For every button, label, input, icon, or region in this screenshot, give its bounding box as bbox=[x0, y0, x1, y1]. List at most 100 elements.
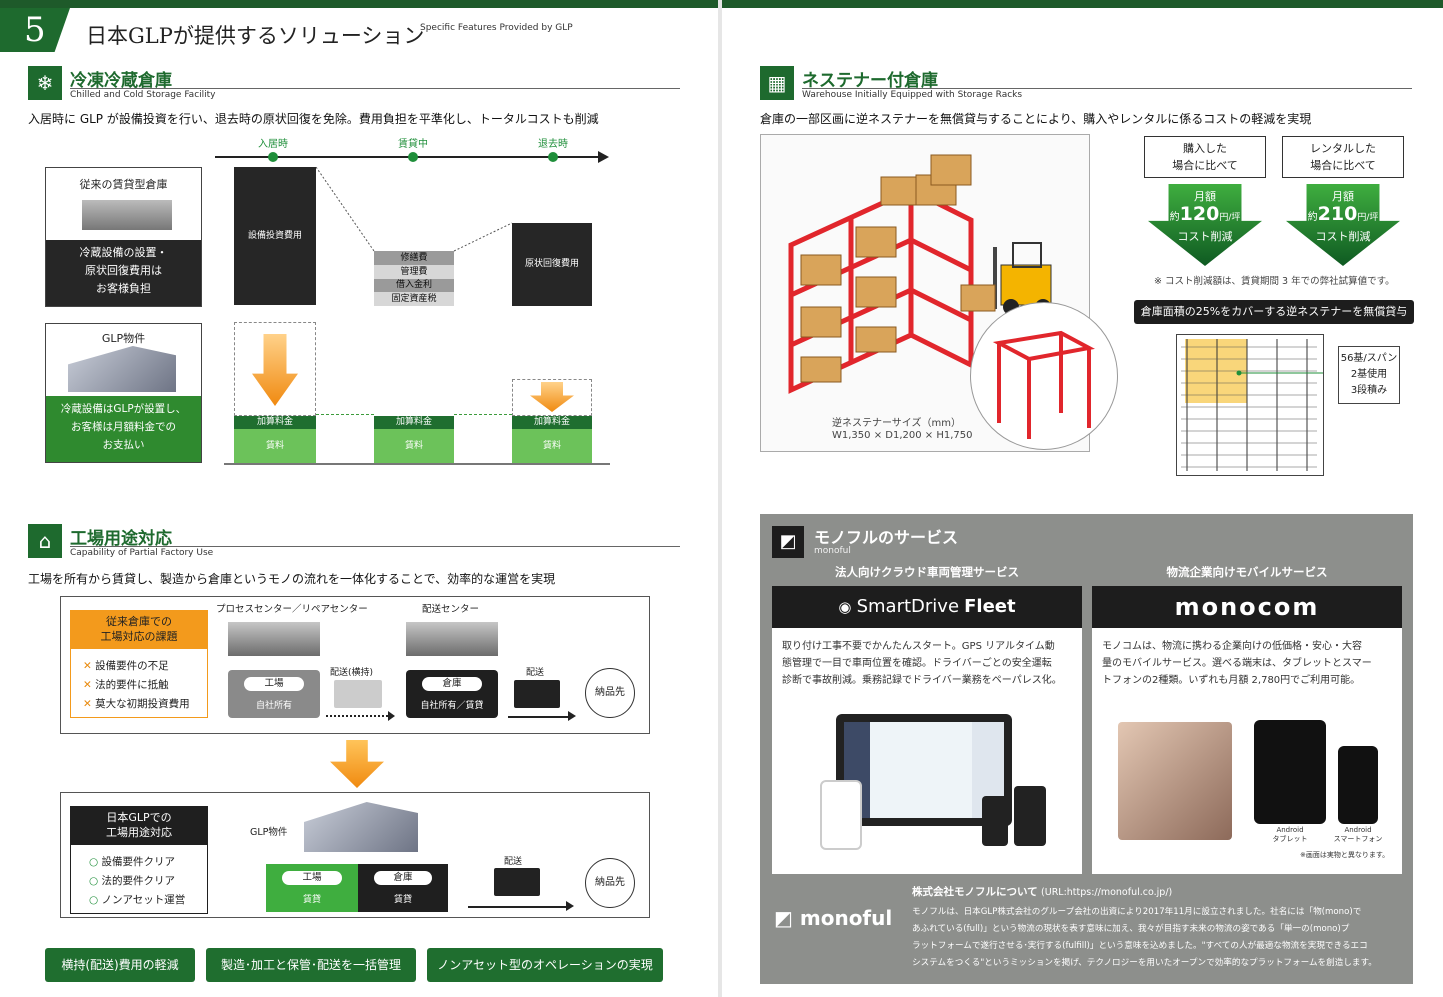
factory-title: 工場用途対応 bbox=[70, 529, 172, 549]
chapter-subtitle: Specific Features Provided by GLP bbox=[420, 23, 573, 33]
compare-purchase-monthly: 月額 bbox=[1194, 190, 1216, 203]
top-bar bbox=[0, 0, 718, 8]
arrow-head-icon bbox=[568, 711, 576, 721]
glp-factory-block: 工場 賃貸 bbox=[266, 864, 358, 912]
glp-text: 冷蔵設備はGLPが設置し、 お客様は月額料金での お支払い bbox=[46, 396, 201, 462]
running-cost-stack: 修繕費 管理費 借入金利 固定資産税 bbox=[374, 251, 454, 306]
rack-icon: ▦ bbox=[760, 66, 794, 100]
issue-item: ✕ 莫大な初期投資費用 bbox=[83, 698, 190, 710]
snowflake-icon: ❄ bbox=[28, 66, 62, 100]
timeline-label-movein: 入居時 bbox=[258, 139, 288, 150]
rack-banner: 倉庫面積の25%をカバーする逆ネステナーを無償貸与 bbox=[1134, 300, 1414, 324]
android-phone-label: Android スマートフォン bbox=[1333, 826, 1383, 843]
benefit-pill-3: ノンアセット型のオペレーションの実現 bbox=[427, 948, 663, 982]
rent-label: 賃料 bbox=[512, 429, 592, 463]
process-center-label: プロセスセンター／リペアセンター bbox=[216, 604, 368, 615]
delivery-arrow bbox=[508, 716, 570, 718]
device-note: ※画面は実物と異なります。 bbox=[1300, 851, 1390, 859]
warehouse-building-illustration bbox=[406, 622, 498, 656]
dist-center-label: 配送センター bbox=[422, 604, 480, 615]
smartdrive-header: ◉ SmartDrive Fleet bbox=[772, 586, 1082, 628]
rack-usage-note: 56基/スパン 2基使用 3段積み bbox=[1338, 346, 1400, 404]
single-rack-illustration bbox=[992, 330, 1095, 439]
monoful-panel: ◩ モノフルのサービス monoful 法人向けクラウド車両管理サービス 物流企… bbox=[760, 514, 1413, 984]
capex-dashed-box bbox=[234, 322, 316, 416]
compare-purchase-amount-row: 約120円/坪 bbox=[1169, 203, 1241, 225]
issue-list: ✕ 設備要件の不足 ✕ 法的要件に抵触 ✕ 莫大な初期投資費用 bbox=[70, 648, 208, 718]
cost-connector-lines bbox=[316, 167, 512, 252]
rack-size-value: W1,350 × D1,200 × H1,750 bbox=[832, 430, 973, 441]
cross-icon: ✕ bbox=[83, 698, 92, 710]
racks-subtitle: Warehouse Initially Equipped with Storag… bbox=[802, 90, 1023, 100]
monoful-mark-icon: ◩ bbox=[772, 526, 804, 558]
circle-icon: ○ bbox=[89, 875, 99, 887]
compare-rental-head: レンタルした 場合に比べて bbox=[1282, 136, 1404, 178]
phone-illustration bbox=[820, 780, 862, 850]
timeline-label-renting: 賃貸中 bbox=[398, 139, 428, 150]
timeline-dot bbox=[408, 152, 418, 162]
monoful-sub: monoful bbox=[814, 546, 851, 556]
surcharge-label: 加算料金 bbox=[234, 416, 316, 429]
glp-point: ○ 法的要件クリア bbox=[89, 875, 176, 887]
glp-point-list: ○ 設備要件クリア ○ 法的要件クリア ○ ノンアセット運営 bbox=[70, 844, 208, 914]
cross-icon: ✕ bbox=[83, 679, 92, 691]
glp-warehouse-block: 倉庫 賃貸 bbox=[358, 864, 448, 912]
device-illustration bbox=[1014, 786, 1046, 846]
timeline-label-moveout: 退去時 bbox=[538, 139, 568, 150]
top-bar bbox=[722, 0, 1443, 8]
circle-icon: ○ bbox=[89, 894, 99, 906]
racks-title: ネステナー付倉庫 bbox=[802, 71, 938, 91]
compare-rental-monthly: 月額 bbox=[1332, 190, 1354, 203]
monocom-header: monocom bbox=[1092, 586, 1402, 628]
timeline-dot bbox=[548, 152, 558, 162]
capex-bar: 設備投資費用 bbox=[234, 167, 316, 305]
chapter-title: 日本GLPが提供するソリューション bbox=[86, 24, 425, 48]
glp-title: GLP物件 bbox=[101, 332, 146, 345]
cross-icon: ✕ bbox=[83, 660, 92, 672]
cold-title: 冷凍冷蔵倉庫 bbox=[70, 71, 172, 91]
left-page: 5 日本GLPが提供するソリューション Specific Features Pr… bbox=[0, 0, 718, 997]
timeline-dot bbox=[268, 152, 278, 162]
benefit-pill-2: 製造･加工と保管･配送を一括管理 bbox=[206, 948, 416, 982]
factory-lead: 工場を所有から賃貸し、製造から倉庫というモノの流れを一体化することで、効率的な運… bbox=[28, 572, 556, 586]
compare-rental-cut: コスト削減 bbox=[1315, 230, 1371, 243]
svc1-category: 法人向けクラウド車両管理サービス bbox=[835, 565, 1019, 579]
rent-label: 賃料 bbox=[234, 429, 316, 463]
glp-flow-box bbox=[60, 792, 650, 918]
page-spine bbox=[718, 0, 722, 997]
right-page: ▦ ネステナー付倉庫 Warehouse Initially Equipped … bbox=[722, 0, 1443, 997]
glp-building-illustration bbox=[68, 346, 176, 392]
hand-phone-photo bbox=[1118, 722, 1232, 840]
benefit-pill-1: 横持(配送)費用の軽減 bbox=[45, 948, 195, 982]
conventional-text: 冷蔵設備の設置・ 原状回復費用は お客様負担 bbox=[46, 240, 201, 306]
surcharge-connector bbox=[316, 414, 374, 415]
compare-rental-amount-row: 約210円/坪 bbox=[1307, 203, 1379, 225]
arrow-head-icon bbox=[388, 711, 395, 721]
signal-icon: ◉ bbox=[838, 598, 852, 616]
section-rule bbox=[70, 88, 680, 89]
map-screen bbox=[844, 722, 1004, 818]
transport-horizontal-label: 配送(横持) bbox=[330, 668, 374, 678]
android-phone-illustration bbox=[1338, 746, 1378, 824]
svc2-category: 物流企業向けモバイルサービス bbox=[1166, 565, 1328, 579]
timeline-arrow-icon bbox=[598, 151, 609, 163]
device-illustration bbox=[982, 796, 1008, 846]
delivery-arrow bbox=[468, 906, 568, 908]
factory-subtitle: Capability of Partial Factory Use bbox=[70, 548, 214, 558]
warehouse-illustration bbox=[82, 200, 172, 230]
glp-point: ○ ノンアセット運営 bbox=[89, 894, 186, 906]
surcharge-label: 加算料金 bbox=[512, 416, 592, 429]
cold-subtitle: Chilled and Cold Storage Facility bbox=[70, 90, 216, 100]
issue-title: 従来倉庫での 工場対応の課題 bbox=[70, 610, 208, 648]
monocom-description: モノコムは、物流に携わる企業向けの低価格・安心・大容 量のモバイルサービス。選べ… bbox=[1102, 641, 1372, 686]
baseline bbox=[224, 463, 610, 465]
factory-block: 工場 自社所有 bbox=[228, 670, 320, 718]
monocom-card: monocom モノコムは、物流に携わる企業向けの低価格・安心・大容 量のモバイ… bbox=[1092, 586, 1402, 874]
monoful-logo: ◩ monoful bbox=[774, 906, 893, 930]
android-tablet-illustration bbox=[1254, 720, 1326, 824]
delivery-label: 配送 bbox=[504, 857, 523, 867]
issue-item: ✕ 法的要件に抵触 bbox=[83, 679, 169, 691]
compare-purchase-head: 購入した 場合に比べて bbox=[1144, 136, 1266, 178]
conventional-box: 従来の賃貸型倉庫 冷蔵設備の設置・ 原状回復費用は お客様負担 bbox=[45, 167, 202, 307]
cold-lead: 入居時に GLP が設備投資を行い、退去時の原状回復を免除。費用負担を平準化し、… bbox=[28, 112, 599, 126]
